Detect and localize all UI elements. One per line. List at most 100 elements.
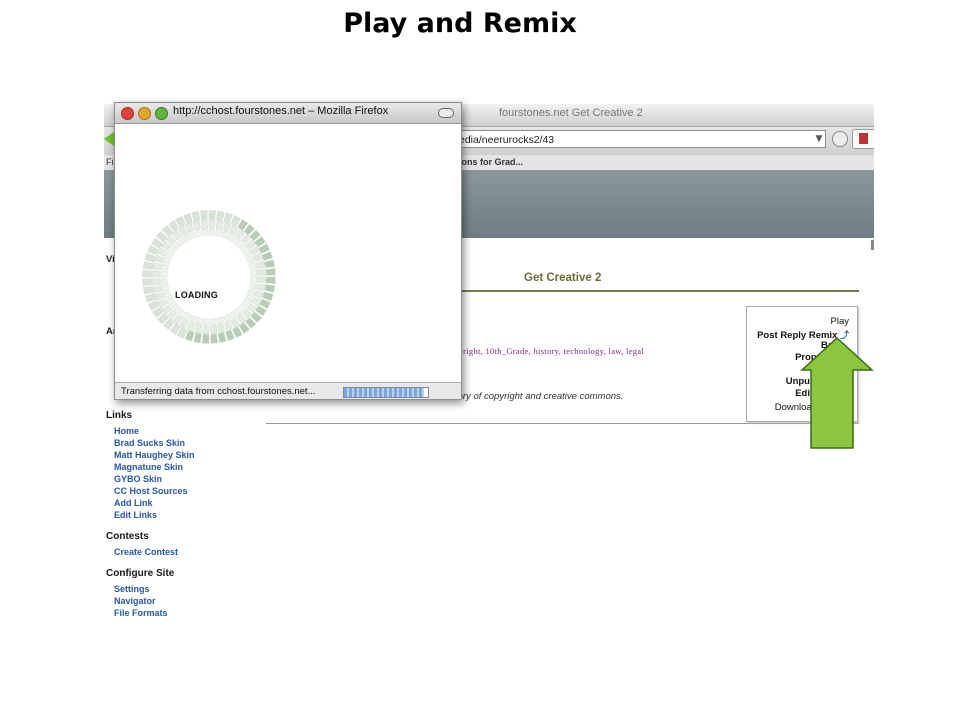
popup-title: http://cchost.fourstones.net – Mozilla F… (173, 105, 389, 117)
search-engine-icon[interactable] (852, 129, 874, 149)
spinner-segment (151, 237, 163, 249)
spinner-segment (184, 222, 195, 233)
left-nav-heading-fragment: Ar (106, 326, 117, 337)
spinner-segment (242, 248, 252, 258)
spinner-segment (147, 245, 159, 256)
spinner-segment (201, 228, 208, 236)
play-link[interactable]: Play (830, 316, 849, 327)
bookmark-menu-fragment[interactable]: Fi (106, 157, 114, 167)
spinner-segment (200, 210, 208, 221)
spinner-segment (210, 333, 218, 344)
spinner-segment (234, 306, 244, 316)
sidebar-section-heading: Configure Site (106, 568, 175, 579)
sidebar-section-heading: Links (106, 410, 133, 421)
sidebar-link[interactable]: Settings (114, 584, 150, 594)
spinner-segment (264, 284, 276, 293)
spinner-segment (230, 215, 241, 227)
edit-link[interactable]: Edi (795, 388, 810, 399)
sidebar-link[interactable]: CC Host Sources (114, 486, 188, 496)
sidebar-link[interactable]: Magnatune Skin (114, 462, 184, 472)
sidebar-link[interactable]: Add Link (114, 498, 153, 508)
spinner-segment (246, 254, 255, 263)
progress-fill (344, 388, 424, 397)
zoom-icon[interactable] (155, 107, 168, 120)
popup-window: http://cchost.fourstones.net – Mozilla F… (114, 102, 462, 400)
url-bar[interactable]: edia/neerurocks2/43 (454, 130, 826, 148)
spinner-segment (162, 256, 172, 265)
spinner-segment (244, 317, 257, 329)
close-icon[interactable] (121, 107, 134, 120)
spinner-segment (192, 220, 201, 231)
sidebar-link[interactable]: Create Contest (114, 547, 179, 557)
spinner-segment (228, 310, 238, 320)
spinner-segment (208, 210, 217, 221)
spinner-segment (194, 324, 203, 334)
spinner-segment (249, 283, 257, 291)
sidebar-link[interactable]: Edit Links (114, 510, 158, 520)
download-link[interactable]: Download (774, 402, 817, 413)
bookmark-item[interactable]: tions for Grad... (456, 157, 524, 167)
spinner-segment (142, 269, 153, 278)
sidebar-link[interactable]: Matt Haughey Skin (114, 450, 195, 460)
url-dropdown-icon[interactable]: ▼ (815, 134, 823, 144)
spinner-segment (217, 323, 226, 334)
spinner-segment (253, 252, 264, 263)
spinner-segment (161, 225, 174, 237)
spinner-segment (169, 243, 179, 253)
content-divider (266, 423, 859, 424)
spinner-segment (253, 290, 265, 300)
spinner-segment (232, 326, 243, 339)
spinner-segment (191, 210, 201, 222)
spinner-segment (171, 229, 182, 241)
spinner-segment (257, 268, 267, 276)
spinner-segment (250, 297, 262, 307)
spinner-segment (221, 230, 230, 240)
spinner-segment (168, 220, 180, 232)
toolbar-toggle-icon[interactable] (438, 108, 454, 118)
spinner-segment (165, 249, 175, 259)
spinner-segment (170, 302, 180, 312)
spinner-segment (179, 318, 189, 330)
remix-arrow-icon: ⤴ (839, 330, 849, 340)
spinner-segment (237, 219, 249, 231)
slide-title: Play and Remix (343, 8, 577, 39)
spinner-segment (154, 291, 165, 302)
spinner-segment (186, 321, 196, 333)
spinner-segment (265, 276, 276, 285)
spinner-segment (152, 306, 164, 318)
spinner-segment (180, 234, 190, 244)
spinner-segment (193, 229, 202, 238)
sidebar-link[interactable]: Home (114, 426, 140, 436)
sidebar-link[interactable]: GYBO Skin (114, 474, 163, 484)
spinner-segment (184, 330, 195, 342)
minimize-icon[interactable] (138, 107, 151, 120)
spinner-segment (229, 224, 239, 236)
spinner-segment (264, 259, 276, 269)
spinner-segment (222, 221, 232, 233)
scroll-edge (871, 240, 874, 250)
spinner-segment (223, 321, 234, 332)
spinner-segment (261, 251, 274, 261)
popup-status-bar: Transferring data from cchost.fourstones… (115, 382, 461, 399)
spinner-segment (153, 254, 165, 264)
sidebar-link[interactable]: Brad Sucks Skin (114, 438, 186, 448)
sidebar-link[interactable]: Navigator (114, 596, 156, 606)
spinner-segment (238, 242, 248, 252)
status-text: Transferring data from cchost.fourstones… (121, 386, 316, 397)
spinner-segment (152, 262, 162, 271)
spinner-segment (175, 307, 185, 317)
spinner-segment (172, 314, 183, 326)
go-button[interactable] (832, 131, 848, 147)
spinner-segment (144, 252, 156, 263)
properties-link[interactable]: Prope (795, 352, 822, 363)
spinner-segment (175, 215, 186, 228)
unpublish-link[interactable]: Unpu (785, 376, 810, 387)
spinner-segment (160, 240, 172, 251)
sidebar-section-heading: Contests (106, 531, 149, 542)
post-reply-remix-link[interactable]: Post Reply Remix ⤴ (757, 328, 849, 341)
popup-titlebar[interactable]: http://cchost.fourstones.net – Mozilla F… (115, 103, 461, 124)
tag-list[interactable]: pyright, 10th_Grade, history, technology… (454, 346, 645, 356)
sidebar-link[interactable]: File Formats (114, 608, 168, 618)
spinner-segment (255, 260, 266, 269)
spinner-segment (177, 225, 188, 237)
